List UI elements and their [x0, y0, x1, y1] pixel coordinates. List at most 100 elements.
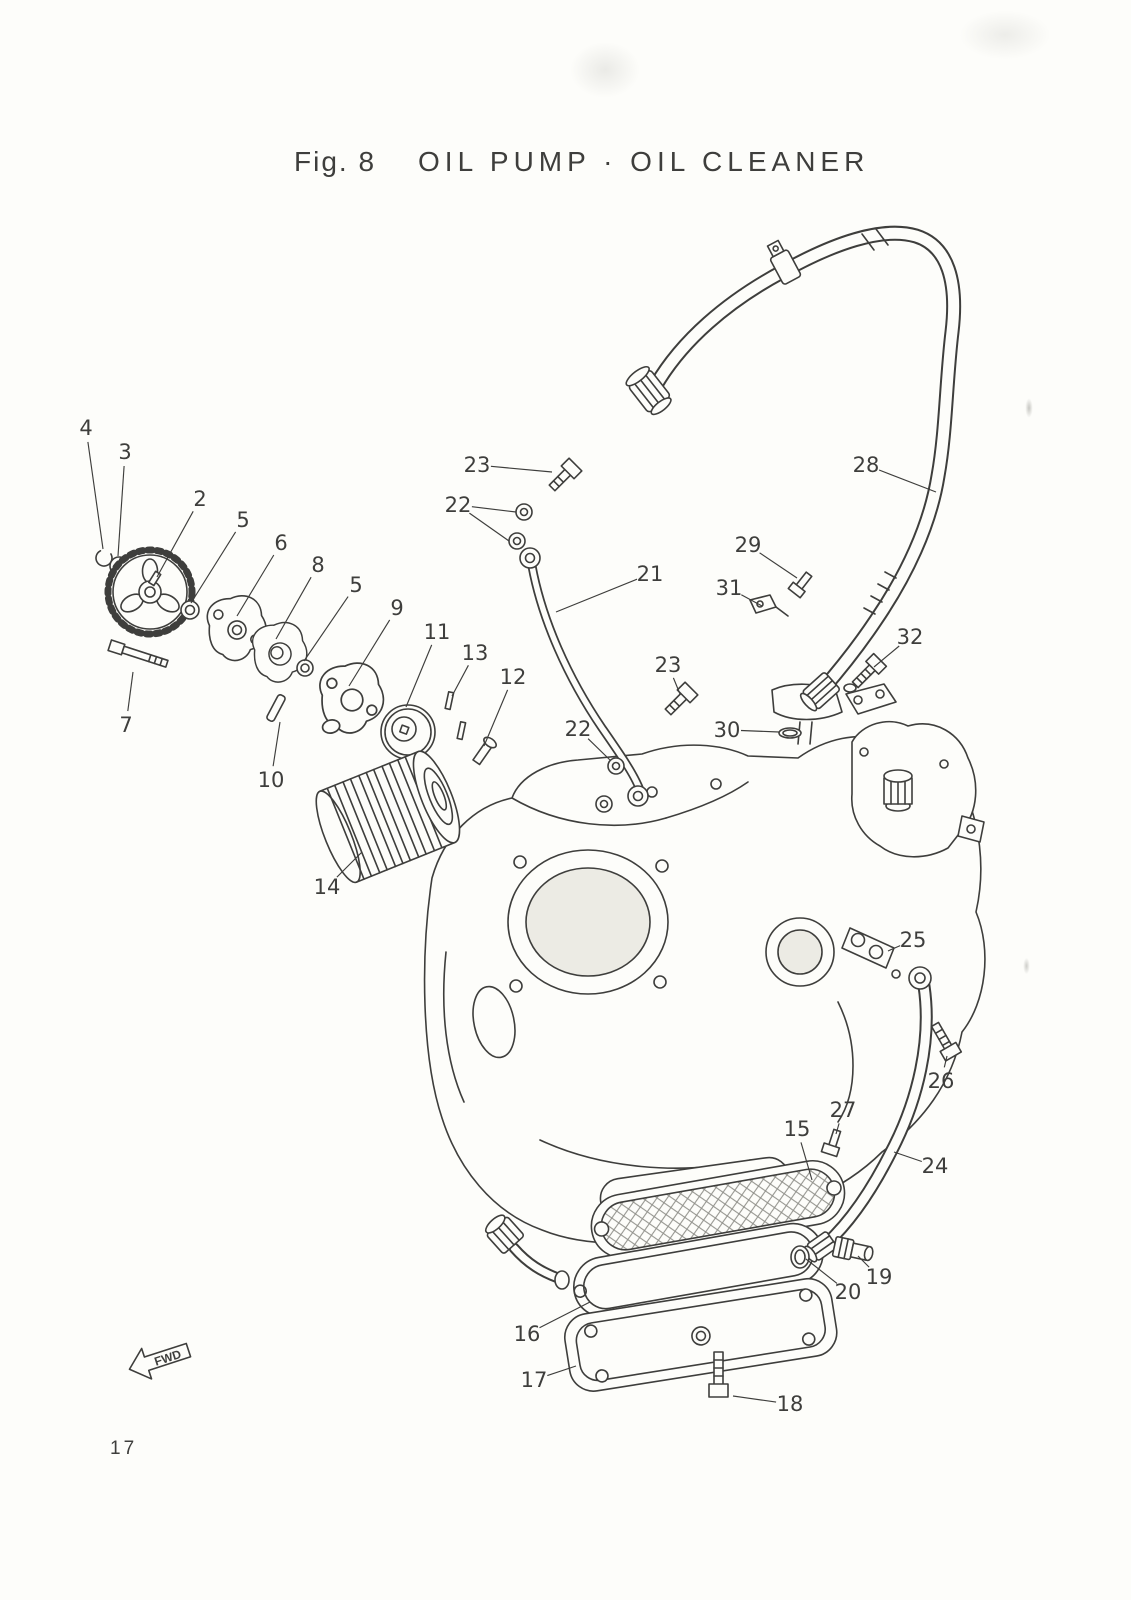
part-spacer-5a [180, 600, 200, 620]
callout-leader-23 [672, 677, 681, 695]
callout-label-4: 4 [79, 416, 92, 440]
part-spacer-5b [296, 659, 314, 677]
part-banjo-upper [519, 547, 541, 569]
callout-label-24: 24 [922, 1154, 949, 1178]
part-hose-union-nut-lower [799, 672, 840, 712]
part-oil-pipe-21 [527, 561, 645, 795]
callout-leader-31 [741, 594, 763, 607]
part-hose-union-nut-upper [625, 365, 672, 416]
diagram-artwork: FWD [95, 225, 986, 1398]
part-drive-gear [104, 546, 196, 638]
callout-label-27: 27 [830, 1098, 857, 1122]
part-bolt-7 [107, 639, 169, 668]
part-bolt-26 [930, 1021, 963, 1062]
callout-label-19: 19 [866, 1265, 893, 1289]
callout-leader-18 [732, 1395, 777, 1403]
callout-leader-16 [539, 1301, 591, 1329]
part-cover-17 [564, 1277, 838, 1392]
callout-leader-13 [451, 665, 469, 697]
part-bolt-23-lower [664, 681, 699, 716]
callout-label-26: 26 [928, 1069, 955, 1093]
part-bolt-18 [708, 1351, 729, 1398]
callout-leader-22 [469, 512, 510, 542]
callout-leader-7 [127, 671, 134, 712]
callout-label-12: 12 [500, 665, 527, 689]
callout-label-10: 10 [258, 768, 285, 792]
part-plug-19 [831, 1236, 874, 1262]
callout-leader-19 [857, 1255, 870, 1268]
figure-name: OIL PUMP · OIL CLEANER [418, 146, 870, 177]
part-washers-22-upper [508, 503, 533, 550]
fwd-label: FWD [153, 1347, 184, 1369]
callout-label-31: 31 [716, 576, 743, 600]
callout-label-14: 14 [314, 875, 341, 899]
callout-leader-17 [547, 1365, 577, 1377]
part-rotor-11 [380, 704, 436, 760]
callout-label-3: 3 [118, 440, 131, 464]
part-screw-12 [472, 736, 498, 766]
callout-label-17: 17 [521, 1368, 548, 1392]
callout-leader-9 [348, 619, 391, 687]
part-ring-20 [790, 1245, 810, 1269]
callout-label-5: 5 [349, 573, 362, 597]
callout-label-18: 18 [777, 1392, 804, 1416]
part-rotor-housing-8 [252, 621, 308, 683]
callout-leader-28 [878, 469, 937, 493]
part-pins-13 [444, 690, 467, 741]
callout-leader-2 [156, 511, 194, 578]
hose-shading [861, 228, 897, 615]
part-outlet-elbow [484, 1214, 570, 1290]
figure-title: Fig. 8 OIL PUMP · OIL CLEANER [294, 146, 869, 178]
callout-leader-14 [336, 851, 363, 878]
callout-leader-5 [303, 596, 349, 662]
fwd-arrow: FWD [128, 1342, 192, 1380]
callout-label-15: 15 [784, 1117, 811, 1141]
part-circlip-4 [95, 549, 113, 567]
callout-leader-25 [887, 945, 901, 952]
callout-label-6: 6 [274, 531, 287, 555]
callout-leader-22 [471, 506, 517, 513]
callout-leader-11 [405, 644, 433, 708]
part-oil-filter-element [315, 750, 461, 884]
part-bolt-32 [851, 652, 888, 689]
callout-leader-20 [805, 1258, 838, 1284]
callout-label-23: 23 [464, 453, 491, 477]
part-banjo-lower [627, 785, 649, 807]
callout-label-13: 13 [462, 641, 489, 665]
callout-leader-4 [87, 441, 104, 550]
part-oil-hose-28 [625, 225, 962, 712]
part-shaft-10 [266, 694, 286, 722]
callout-leader-30 [740, 729, 780, 733]
part-clip-31 [749, 594, 789, 617]
callout-label-22: 22 [445, 493, 472, 517]
callout-label-21: 21 [637, 562, 664, 586]
part-oring-30 [778, 727, 802, 739]
part-strainer-frame-15 [590, 1160, 846, 1259]
callout-leader-29 [759, 552, 798, 579]
part-crankcase [423, 735, 986, 1244]
callout-label-8: 8 [311, 553, 324, 577]
callout-label-28: 28 [853, 453, 880, 477]
part-pump-body-9 [319, 662, 385, 734]
part-rear-cover [851, 720, 985, 858]
figure-number: Fig. 8 [294, 146, 377, 177]
page-number: 17 [110, 1438, 138, 1459]
callout-label-32: 32 [897, 625, 924, 649]
callout-label-2: 2 [193, 487, 206, 511]
callout-leader-10 [272, 721, 281, 767]
callout-leader-6 [236, 554, 275, 617]
part-bracket-32 [843, 683, 897, 715]
callout-label-29: 29 [735, 533, 762, 557]
callout-label-7: 7 [119, 713, 132, 737]
callout-label-22: 22 [565, 717, 592, 741]
callout-leader-32 [873, 645, 900, 668]
part-bracket-25 [841, 927, 901, 979]
part-bolt-23-upper [548, 457, 583, 492]
callout-label-23: 23 [655, 653, 682, 677]
callout-leader-27 [835, 1123, 840, 1135]
callout-leader-8 [275, 576, 312, 640]
callout-leader-23 [490, 465, 553, 473]
callout-label-20: 20 [835, 1280, 862, 1304]
